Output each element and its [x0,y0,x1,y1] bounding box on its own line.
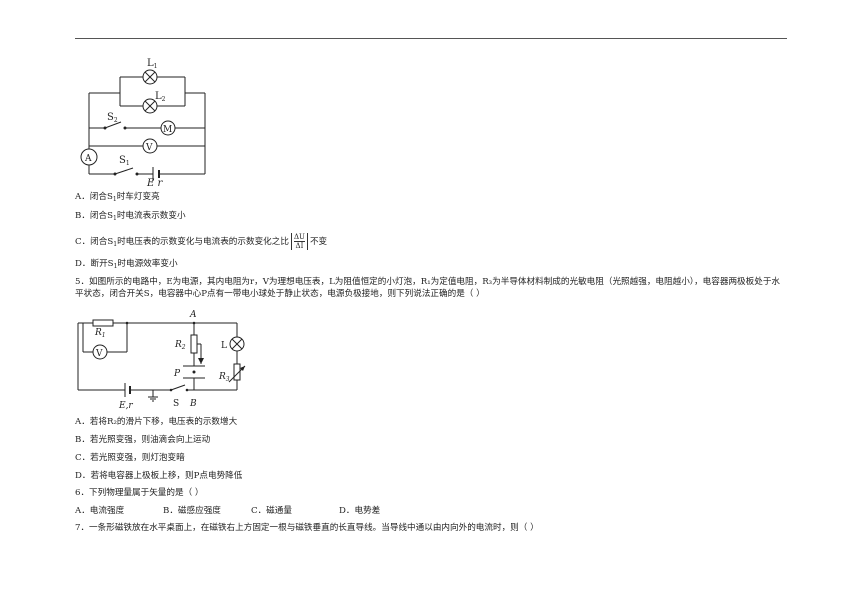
label-s2: S2 [107,112,118,124]
label-lamp: L [221,341,227,351]
q5-option-b: B．若光照变强，则油滴会向上运动 [75,435,211,445]
q6-option-b: B．磁感应强度 [163,506,221,516]
q5-circuit-diagram: R1 V A R2 L R3 P E,r S B [77,310,246,411]
q5-option-d: D．若将电容器上极板上移，则P点电势降低 [75,471,243,481]
label-l1: L1 [147,58,157,70]
label-node-a: A [189,310,197,320]
label-voltmeter-2: V [95,349,103,359]
q4-option-b: B．闭合S1时电流表示数变小 [75,211,186,222]
q6-option-d: D．电势差 [339,506,381,516]
q4-option-d: D．断开S1时电源效率变小 [75,259,178,270]
label-r3: R3 [218,372,230,383]
q5-option-c: C．若光照变强，则灯泡变暗 [75,453,185,463]
label-r1: R1 [94,328,106,339]
label-battery: E r [146,178,163,187]
label-s1: S1 [119,155,130,167]
label-l2: L2 [155,91,166,103]
q7-stem: 7．一条形磁铁放在水平桌面上，在磁铁右上方固定一根与磁铁垂直的长直导线。当导线中… [75,523,539,533]
header-rule [75,38,787,39]
label-voltmeter: V [145,143,153,153]
label-motor: M [163,125,172,135]
q4-circuit-diagram: L1 L2 S2 M V A S1 E r [80,58,206,187]
q6-stem: 6．下列物理量属于矢量的是（ ） [75,488,204,498]
label-switch-s: S [173,399,179,409]
q6-option-c: C．磁通量 [251,506,292,516]
label-ammeter: A [84,154,92,164]
q4-option-a: A．闭合S1时车灯变亮 [75,192,160,203]
q5-option-a: A．若将R₂的滑片下移，电压表的示数增大 [75,417,238,427]
q6-options: A．电流强度 B．磁感应强度 C．磁通量 D．电势差 [75,505,427,517]
q5-stem: 5．如图所示的电路中，E为电源，其内电阻为r，V为理想电压表，L为阻值恒定的小灯… [75,277,781,299]
q6-option-a: A．电流强度 [75,506,125,516]
label-node-b: B [189,399,197,409]
label-battery-2: E,r [118,401,133,411]
label-r2: R2 [174,340,186,351]
label-point-p: P [173,369,181,379]
